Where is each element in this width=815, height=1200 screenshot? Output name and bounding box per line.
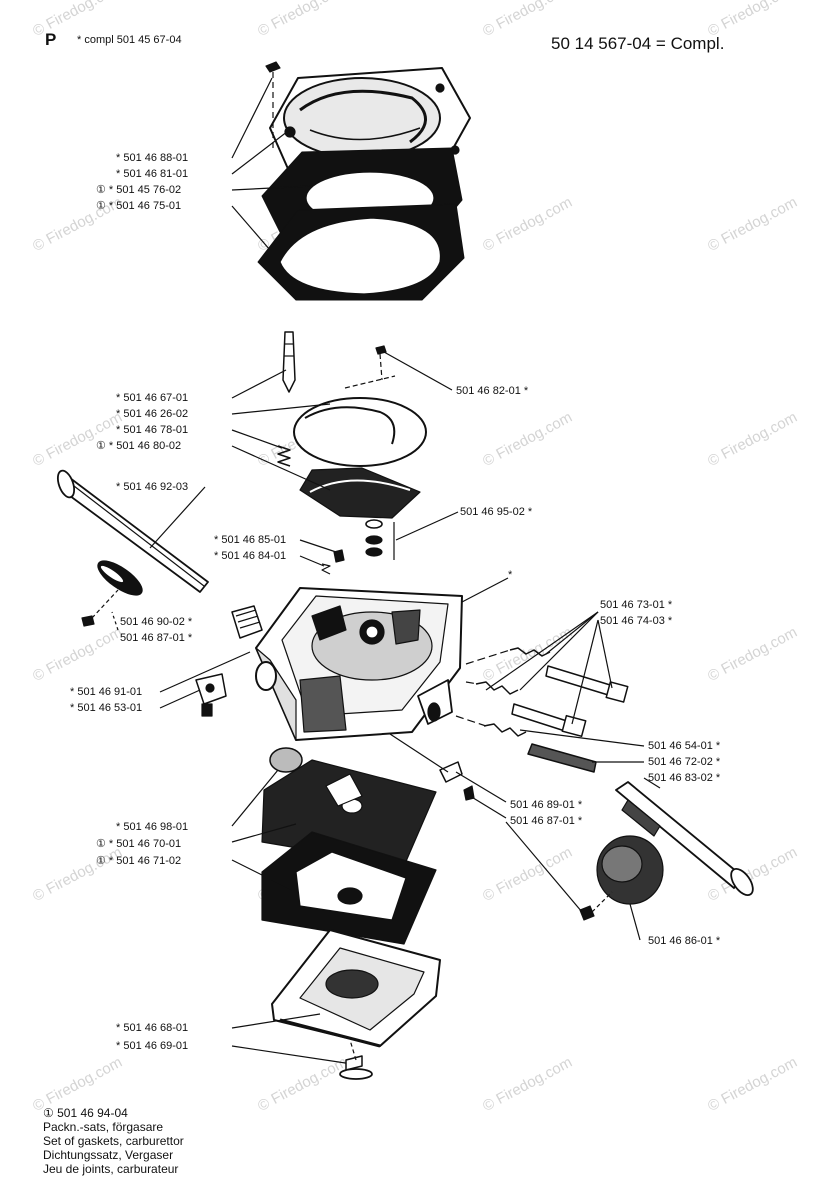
part-label: 501 46 87-01 * [120,632,193,644]
section-letter: P [45,30,57,49]
gasket-kit-legend: ① 501 46 94-04 Packn.-sats, förgasare Se… [43,1106,184,1176]
part-label: * 501 46 69-01 [116,1040,189,1052]
gasket-lower [257,203,465,301]
part-label: ① * 501 46 71-02 [96,855,182,867]
part-label: * 501 46 92-03 [116,481,189,493]
assembly-number: 50 14 567-04 = Compl. [551,34,725,53]
part-label: 501 46 54-01 * [648,740,721,752]
legend-kit-number: ① 501 46 94-04 [43,1106,128,1120]
part-label: ① * 501 46 80-02 [96,440,182,452]
part-label: ① * 501 45 76-02 [96,184,182,196]
pump-gasket [261,831,437,945]
part-label: * 501 46 84-01 [214,550,287,562]
part-label: * 501 46 85-01 [214,534,287,546]
metering-diaphragm [293,397,427,519]
part-label: ① * 501 46 70-01 [96,838,182,850]
choke-shaft [615,781,754,897]
part-label: 501 46 95-02 * [460,506,533,518]
legend-french: Jeu de joints, carburateur [43,1162,179,1176]
part-label: * 501 46 91-01 [70,686,143,698]
part-label: 501 46 74-03 * [600,615,673,627]
carburetor-body [255,587,463,741]
legend-german: Dichtungssatz, Vergaser [43,1148,174,1162]
part-label: * 501 46 98-01 [116,821,189,833]
legend-english: Set of gaskets, carburettor [43,1134,184,1148]
adjusting-needle-low [475,681,587,738]
part-label: 501 46 87-01 * [510,815,583,827]
part-label: 501 46 83-02 * [648,772,721,784]
part-label: * 501 46 53-01 [70,702,143,714]
adjusting-needle-high [509,647,629,703]
inlet-needle [282,331,296,393]
part-label: 501 46 72-02 * [648,756,721,768]
part-label: * 501 46 81-01 [116,168,189,180]
part-label: * 501 46 26-02 [116,408,189,420]
idle-speed-screw [483,723,597,773]
kit-subtitle: * compl 501 45 67-04 [77,34,182,46]
part-label: * 501 46 67-01 [116,392,189,404]
part-label: 501 46 73-01 * [600,599,673,611]
part-label: * 501 46 78-01 [116,424,189,436]
part-label: * [508,569,513,581]
idle-adjust-gear [231,605,263,639]
part-label: * 501 46 88-01 [116,152,189,164]
throttle-shaft [56,469,209,593]
part-label: 501 46 86-01 * [648,935,721,947]
part-label: 501 46 89-01 * [510,799,583,811]
part-label: ① * 501 46 75-01 [96,200,182,212]
part-label: * 501 46 68-01 [116,1022,189,1034]
part-label: 501 46 90-02 * [120,616,193,628]
pump-cover-plate [271,929,441,1048]
part-label: 501 46 82-01 * [456,385,529,397]
legend-swedish: Packn.-sats, förgasare [43,1120,164,1134]
